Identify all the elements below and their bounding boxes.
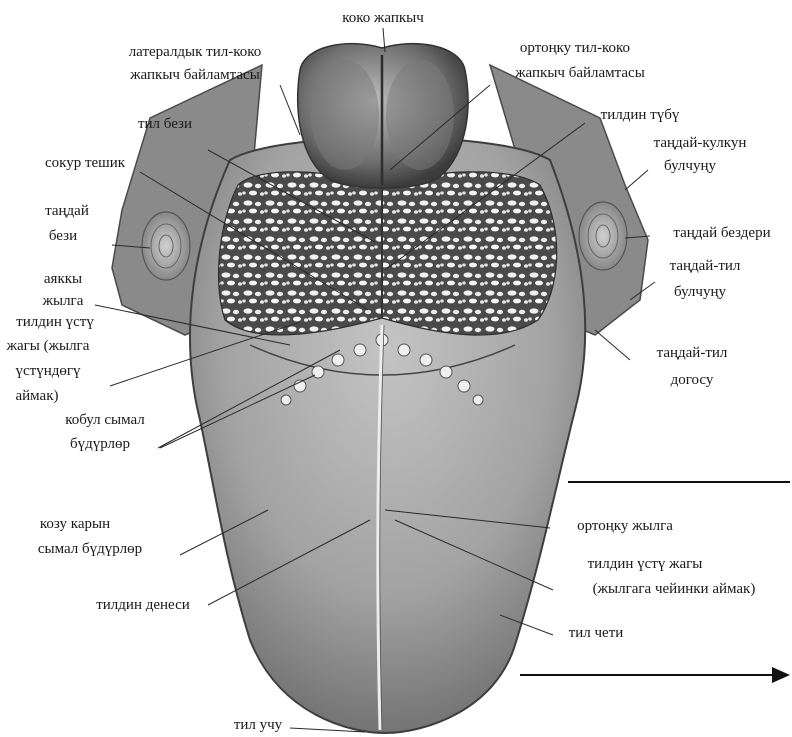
label-palatopharyngeus-l1: таңдай-кулкун	[654, 135, 747, 151]
label-lingual-tonsil: тил бези	[138, 116, 192, 132]
label-median-sulcus: ортоңку жылга	[577, 518, 673, 534]
label-tongue-body: тилдин денеси	[96, 597, 190, 613]
label-fungiform-papillae-l1: козу карын	[40, 516, 110, 532]
tongue-root-mesh	[219, 172, 557, 335]
label-vallate-papillae-l2: бүдүрлөр	[70, 436, 130, 452]
label-vallate-papillae-l1: кобул сымал	[65, 412, 145, 428]
label-palatoglossal-arch-l1: таңдай-тил	[657, 345, 728, 361]
label-lateral-ligament-l2: жапкыч байламтасы	[129, 67, 260, 83]
label-tongue-root: тилдин түбү	[601, 107, 680, 123]
label-foramen-cecum: сокур тешик	[45, 155, 126, 171]
label-tongue-margin: тил чети	[569, 625, 624, 641]
label-palatine-tonsil-l1: таңдай	[45, 203, 89, 219]
label-tongue-apex: тил учу	[234, 717, 283, 733]
label-anterior-dorsum-l1: тилдин үстү жагы	[588, 556, 703, 572]
label-median-ligament-l1: ортоңку тил-коко	[520, 40, 630, 56]
label-palatoglossus-l2: булчуңу	[674, 284, 726, 300]
epiglottis-right-lobe	[386, 60, 454, 170]
label-posterior-dorsum-l1: тилдин үстү	[16, 314, 94, 330]
label-anterior-dorsum-l2: (жылгага чейинки аймак)	[593, 581, 756, 597]
label-posterior-dorsum-l3: үстүндөгү	[15, 363, 81, 379]
right-palatine-tonsil	[579, 202, 627, 270]
label-terminal-sulcus-l2: жылга	[42, 293, 84, 309]
label-median-ligament-l2: жапкыч байламтасы	[514, 65, 645, 81]
label-posterior-dorsum-l4: аймак)	[15, 388, 58, 404]
label-palatopharyngeus-l2: булчуңу	[664, 158, 716, 174]
label-palatine-tonsil-l2: бези	[49, 228, 77, 244]
label-fungiform-papillae-l2: сымал бүдүрлөр	[38, 541, 142, 557]
label-posterior-dorsum-l2: жагы (жылга	[6, 338, 90, 354]
label-palatine-glands: таңдай бездери	[673, 225, 770, 241]
label-lateral-ligament-l1: латералдык тил-коко	[129, 44, 262, 60]
label-palatoglossal-arch-l2: догосу	[671, 372, 714, 388]
label-terminal-sulcus-l1: аяккы	[44, 271, 82, 287]
label-palatoglossus-l1: таңдай-тил	[670, 258, 741, 274]
epiglottis-left-lobe	[311, 60, 379, 170]
direction-arrowhead	[772, 667, 790, 683]
label-epiglottis: коко жапкыч	[342, 10, 424, 26]
left-palatine-tonsil	[142, 212, 190, 280]
